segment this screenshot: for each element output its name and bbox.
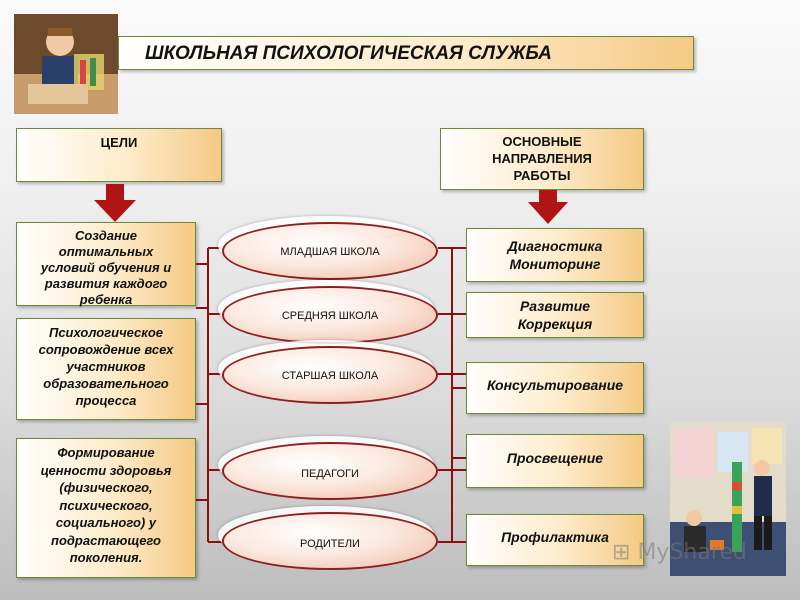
direction-line: Развитие [519,298,591,314]
goal-line: социального) у [55,515,157,530]
watermark-icon: ⊞ [612,540,631,565]
direction-box: Консультирование [466,362,644,414]
group-oval: РОДИТЕЛИ [222,512,438,570]
group-label: МЛАДШАЯ ШКОЛА [280,246,380,258]
goal-line: участников [66,359,146,374]
goal-line: поколения. [69,550,143,565]
page-title: ШКОЛЬНАЯ ПСИХОЛОГИЧЕСКАЯ СЛУЖБА [118,36,694,70]
group-label: ПЕДАГОГИ [301,468,359,480]
goal-line: оптимальных [58,244,154,259]
group-oval: СТАРШАЯ ШКОЛА [222,346,438,404]
direction-line: Консультирование [486,377,624,393]
goal-line: образовательного [43,376,169,391]
child-with-toy-photo [14,14,118,114]
goal-line: ребенка [79,292,133,307]
goal-line: (физического, [59,480,153,495]
children-playing-photo [670,422,786,576]
direction-line: Коррекция [517,316,593,332]
watermark: ⊞ MyShared [612,540,747,565]
direction-line: Профилактика [501,529,609,545]
directions-header-line: НАПРАВЛЕНИЯ [492,151,592,166]
goals-header-label: ЦЕЛИ [100,135,138,150]
watermark-text: MyShared [637,540,747,565]
group-oval: МЛАДШАЯ ШКОЛА [222,222,438,280]
goal-line: ценности здоровья [40,462,172,478]
goal-line: подрастающего [51,532,161,548]
direction-line: Диагностика [507,238,603,254]
goal-line: психического, [59,497,153,513]
group-oval: ПЕДАГОГИ [222,442,438,500]
direction-box: Развитие Коррекция [466,292,644,338]
goal-line: сопровождение всех [38,342,174,357]
goal-line: условий обучения и [40,260,172,275]
directions-header-line: ОСНОВНЫЕ [502,134,582,149]
directions-header-line: РАБОТЫ [513,168,571,183]
direction-box: Диагностика Мониторинг [466,228,644,282]
group-oval: СРЕДНЯЯ ШКОЛА [222,286,438,344]
group-label: СТАРШАЯ ШКОЛА [281,370,379,382]
goal-box: Психологическое сопровождение всех участ… [16,318,196,420]
goal-line: процесса [75,393,137,408]
direction-box: Профилактика [466,514,644,566]
goal-line: Создание [74,228,138,243]
goal-box: Формирование ценности здоровья (физическ… [16,438,196,578]
goal-line: Формирование [57,445,155,460]
direction-line: Просвещение [506,450,604,466]
group-label: РОДИТЕЛИ [300,538,360,550]
directions-header: ОСНОВНЫЕ НАПРАВЛЕНИЯ РАБОТЫ [440,128,644,190]
direction-box: Просвещение [466,434,644,488]
goals-header: ЦЕЛИ [16,128,222,182]
goal-line: развития каждого [44,276,168,291]
group-label: СРЕДНЯЯ ШКОЛА [281,310,379,322]
goals-down-arrow [94,184,136,222]
goal-line: Психологическое [48,325,164,340]
goal-box: Создание оптимальных условий обучения и … [16,222,196,307]
directions-down-arrow [528,190,568,224]
direction-line: Мониторинг [509,256,601,272]
